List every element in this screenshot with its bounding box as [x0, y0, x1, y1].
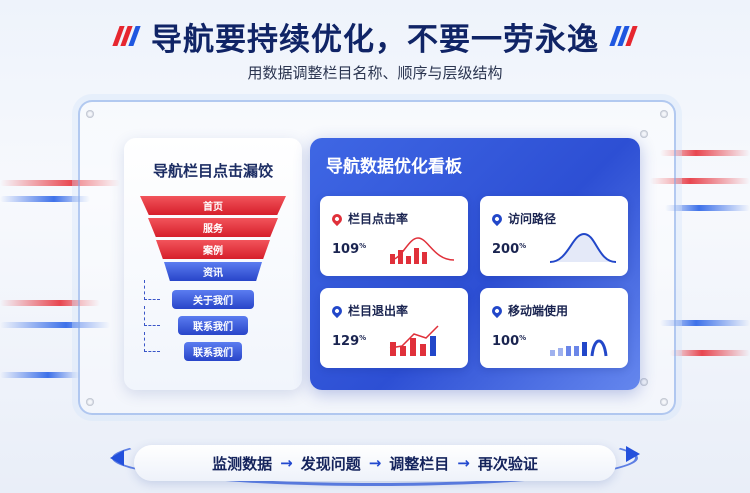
funnel-layer: 联系我们: [184, 342, 242, 361]
funnel-connector: [144, 306, 160, 326]
slash-decoration-left: [112, 26, 141, 46]
funnel-connector: [144, 280, 160, 300]
metric-card-mobile-usage: 移动端使用 100%: [480, 288, 628, 368]
funnel-layer: 联系我们: [178, 316, 248, 335]
funnel-layer: 服务: [148, 218, 278, 237]
bolt-icon: [660, 398, 668, 406]
metric-card-click-rate: 栏目点击率 109%: [320, 196, 468, 276]
funnel-title: 导航栏目点击漏饺: [152, 162, 273, 180]
card-value: 109%: [332, 242, 367, 257]
card-label: 移动端使用: [508, 304, 569, 318]
dashboard-panel: 导航数据优化看板 栏目点击率 109% 访问路径 200%: [310, 138, 640, 390]
process-step: 调整栏目: [389, 454, 450, 473]
orbit-arrow-right-icon: [626, 446, 640, 462]
bg-streak: [0, 372, 80, 378]
card-value: 100%: [492, 334, 527, 349]
card-value: 200%: [492, 242, 527, 257]
bg-streak: [0, 196, 90, 202]
mini-curve-chart: [549, 232, 617, 263]
arrow-right-icon: →: [368, 454, 382, 472]
bolt-icon: [640, 130, 648, 138]
mini-bar-chart: [550, 339, 608, 357]
header: 导航要持续优化，不要一劳永逸: [0, 14, 750, 58]
bg-streak: [0, 300, 100, 306]
bg-streak: [0, 322, 110, 328]
slash-decoration-right: [609, 26, 638, 46]
process-step: 监测数据: [212, 454, 273, 473]
funnel-connector: [144, 332, 160, 352]
bg-streak: [665, 205, 750, 211]
bolt-icon: [86, 398, 94, 406]
funnel-layer: 资讯: [164, 262, 262, 281]
location-pin-icon: [489, 303, 505, 318]
card-label: 访问路径: [508, 212, 557, 226]
bg-streak: [0, 180, 120, 186]
metric-card-visit-path: 访问路径 200%: [480, 196, 628, 276]
mini-bar-line-chart: [389, 325, 439, 356]
dashboard-title: 导航数据优化看板: [326, 157, 462, 177]
funnel-layer: 首页: [140, 196, 286, 215]
funnel-panel: 导航栏目点击漏饺 首页 服务 案例 资讯 关于我们 联系我们 联系我们: [124, 138, 302, 390]
arrow-right-icon: →: [457, 454, 470, 472]
bolt-icon: [86, 110, 94, 118]
process-step: 再次验证: [477, 454, 538, 473]
page-subtitle: 用数据调整栏目名称、顺序与层级结构: [247, 64, 503, 82]
funnel-layer: 案例: [156, 240, 270, 259]
bolt-icon: [660, 110, 668, 118]
bg-streak: [670, 350, 750, 356]
card-label: 栏目退出率: [348, 304, 409, 318]
location-pin-icon: [489, 211, 505, 226]
bolt-icon: [640, 378, 648, 386]
process-step: 发现问题: [300, 454, 361, 473]
funnel-layer: 关于我们: [172, 290, 254, 309]
location-pin-icon: [329, 211, 345, 226]
location-pin-icon: [329, 303, 345, 318]
page-title: 导航要持续优化，不要一劳永逸: [151, 21, 599, 58]
card-value: 129%: [332, 334, 367, 349]
metric-card-exit-rate: 栏目退出率 129%: [320, 288, 468, 368]
orbit-arrow-left-icon: [110, 450, 124, 466]
mini-bar-line-chart: [389, 237, 455, 264]
card-label: 栏目点击率: [348, 212, 409, 226]
arrow-right-icon: →: [280, 454, 293, 472]
process-flow: 监测数据 → 发现问题 → 调整栏目 → 再次验证: [134, 445, 616, 481]
